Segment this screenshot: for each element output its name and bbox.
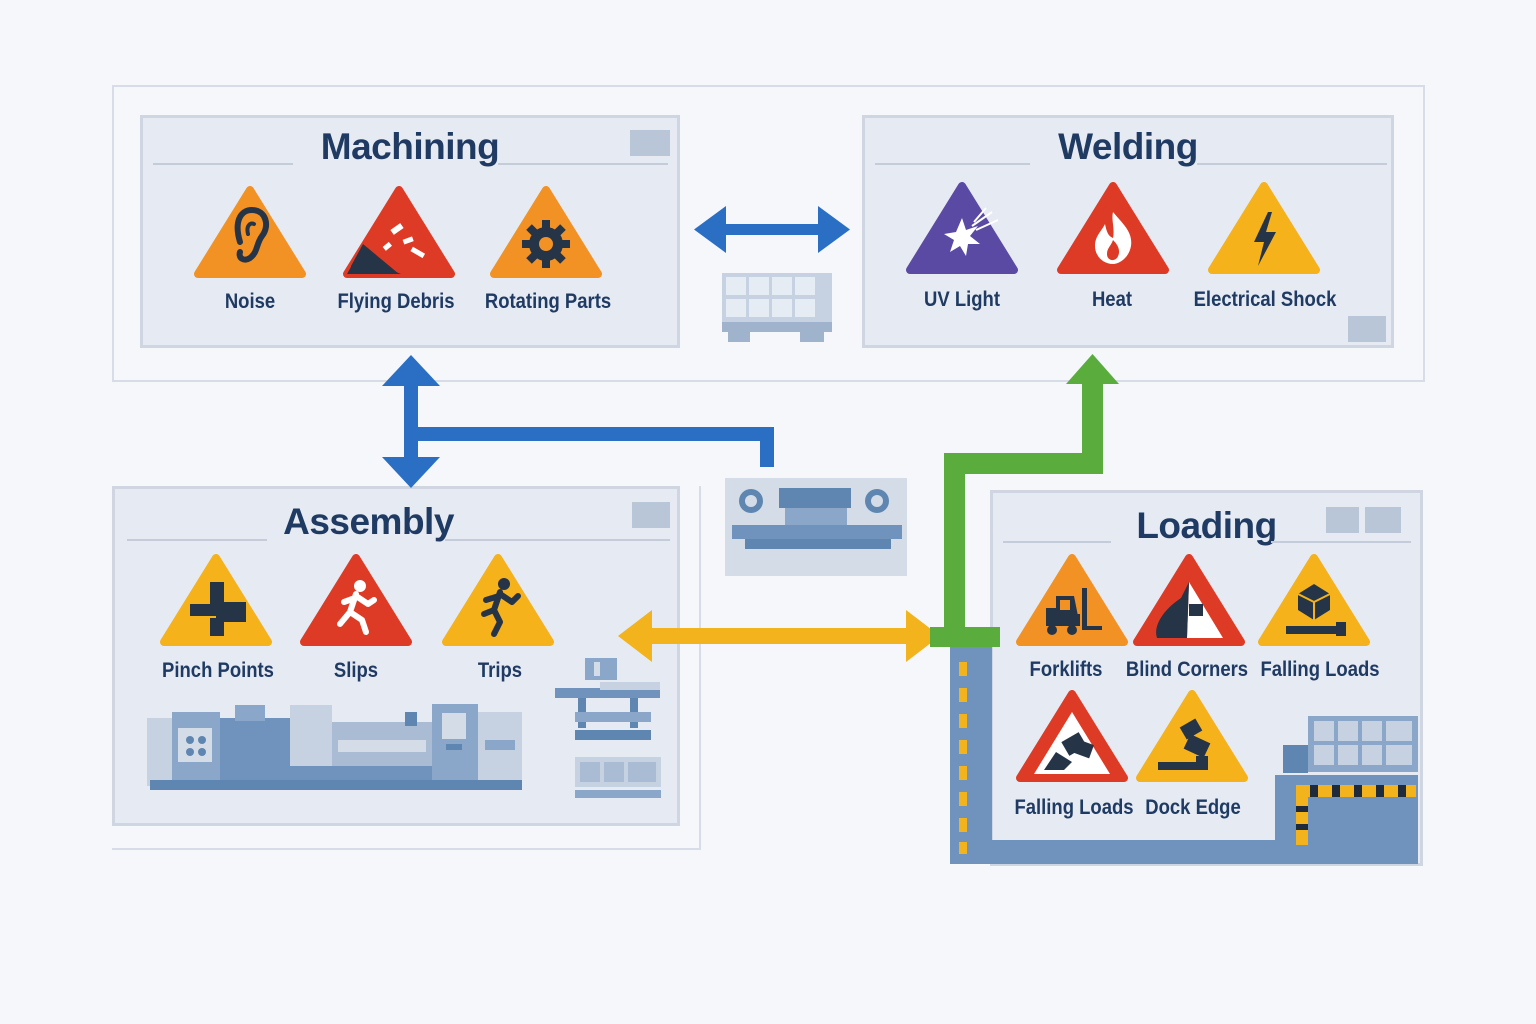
hazard-label: Flying Debris (337, 290, 455, 313)
assembly-outer-frame (112, 486, 701, 850)
hazard-sign-uv-light (906, 182, 1018, 276)
title-rule (445, 539, 670, 541)
hazard-sign-trips (442, 554, 554, 648)
hazard-sign-dock-edge (1136, 690, 1248, 784)
forklift-icon (1016, 554, 1128, 646)
hazard-label: Dock Edge (1145, 796, 1241, 819)
title-rule (153, 163, 293, 165)
hazard-label: Pinch Points (162, 659, 274, 682)
hazard-label: Blind Corners (1125, 658, 1249, 681)
falling-boxes-icon (1258, 554, 1370, 646)
hazard-label: Rotating Parts (484, 290, 612, 313)
pallet-rack (722, 273, 832, 342)
title-rule (127, 539, 267, 541)
workstation-bench (555, 658, 661, 798)
conveyor-machine (725, 478, 907, 576)
hazard-sign-slips (300, 554, 412, 648)
hazard-sign-falling-loads (1016, 690, 1128, 784)
tripping-person-icon (442, 554, 554, 646)
panel-tag (1348, 316, 1386, 342)
flying-debris-icon (343, 186, 455, 278)
hazard-label: Falling Loads (1014, 796, 1134, 819)
title-rule (1271, 541, 1411, 543)
hazard-sign-forklifts (1016, 554, 1128, 648)
title-rule (875, 163, 1030, 165)
falling-load-icon (1016, 690, 1128, 782)
blind-corner-icon (1133, 554, 1245, 646)
loading-title: Loading (1136, 505, 1277, 546)
hazard-label: Trips (477, 659, 523, 682)
pinch-point-icon (160, 554, 272, 646)
flow-arrow-loading-welding (930, 354, 1119, 647)
hazard-label: Falling Loads (1260, 658, 1380, 681)
hazard-sign-flying-debris (343, 186, 455, 280)
gear-icon (490, 186, 602, 278)
uv-flash-icon (906, 182, 1018, 274)
hazard-label: Forklifts (1029, 658, 1103, 681)
machining-title: Machining (320, 126, 500, 167)
welding-title: Welding (1058, 126, 1198, 167)
assembly-title: Assembly (283, 501, 454, 542)
hazard-label: Noise (224, 290, 276, 313)
flow-arrow-machining-assembly (382, 355, 774, 488)
hazard-sign-heat (1057, 182, 1169, 276)
slipping-person-icon (300, 554, 412, 646)
flow-arrow-machining-welding (694, 206, 850, 253)
panel-tag (1365, 507, 1401, 533)
panel-tag (632, 502, 670, 528)
hazard-label: Heat (1091, 288, 1133, 311)
panel-tag (630, 130, 670, 156)
title-rule (498, 163, 668, 165)
assembly-machine-line (147, 704, 522, 790)
hazard-sign-rotating-parts (490, 186, 602, 280)
title-rule (1197, 163, 1387, 165)
hazard-sign-electrical-shock (1208, 182, 1320, 276)
hazard-label: UV Light (924, 288, 1000, 311)
lightning-icon (1208, 182, 1320, 274)
hazard-label: Slips (333, 659, 379, 682)
title-rule (1003, 541, 1111, 543)
hazard-sign-pinch-points (160, 554, 272, 648)
flow-arrow-assembly-loading (618, 610, 940, 662)
top-outer-frame (112, 85, 1425, 382)
panel-tag (1326, 507, 1359, 533)
ear-icon (194, 186, 306, 278)
loading-dock (950, 645, 1418, 864)
hazard-sign-falling-loads (1258, 554, 1370, 648)
dock-edge-icon (1136, 690, 1248, 782)
hazard-label: Electrical Shock (1193, 288, 1337, 311)
hazard-sign-blind-corners (1133, 554, 1245, 648)
hazard-sign-noise (194, 186, 306, 280)
flame-icon (1057, 182, 1169, 274)
